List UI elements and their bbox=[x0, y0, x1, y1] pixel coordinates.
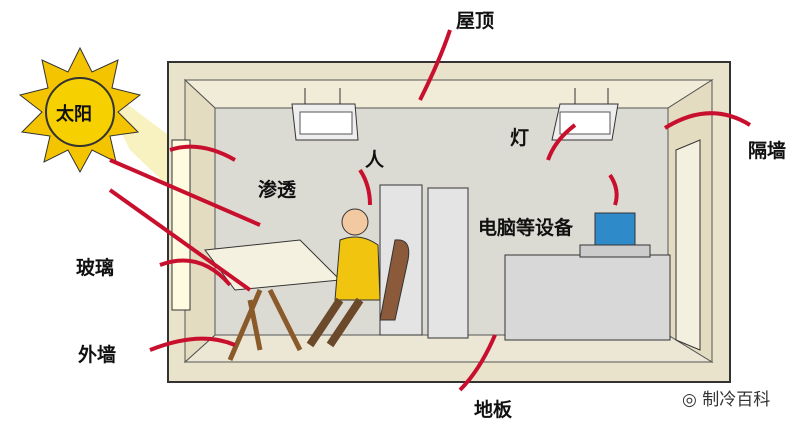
ceiling bbox=[183, 79, 714, 109]
label-sun: 太阳 bbox=[56, 104, 92, 125]
heat-arrows bbox=[108, 29, 752, 392]
person-figure bbox=[306, 208, 410, 348]
window-glass bbox=[171, 139, 191, 311]
label-glass: 玻璃 bbox=[76, 257, 115, 279]
watermark-text: 制冷百科 bbox=[702, 390, 771, 410]
label-equipment: 电脑等设备 bbox=[478, 217, 574, 239]
ceiling-lamp-left bbox=[291, 88, 359, 141]
computer-monitor bbox=[594, 212, 636, 246]
wechat-icon: ◎ bbox=[682, 390, 697, 410]
label-lamp: 灯 bbox=[510, 127, 530, 149]
computer-desk bbox=[504, 254, 671, 341]
file-cabinet-2 bbox=[427, 187, 469, 339]
sun-icon bbox=[18, 46, 142, 174]
label-floor: 地板 bbox=[474, 399, 513, 421]
label-infiltration: 渗透 bbox=[258, 179, 297, 201]
label-person: 人 bbox=[365, 149, 385, 171]
door bbox=[675, 139, 701, 351]
label-roof: 屋顶 bbox=[456, 10, 495, 32]
watermark: ◎ 制冷百科 bbox=[682, 385, 770, 410]
label-partition: 隔墙 bbox=[748, 140, 787, 162]
label-outer-wall: 外墙 bbox=[78, 344, 117, 366]
sunlight-beam bbox=[95, 80, 330, 340]
